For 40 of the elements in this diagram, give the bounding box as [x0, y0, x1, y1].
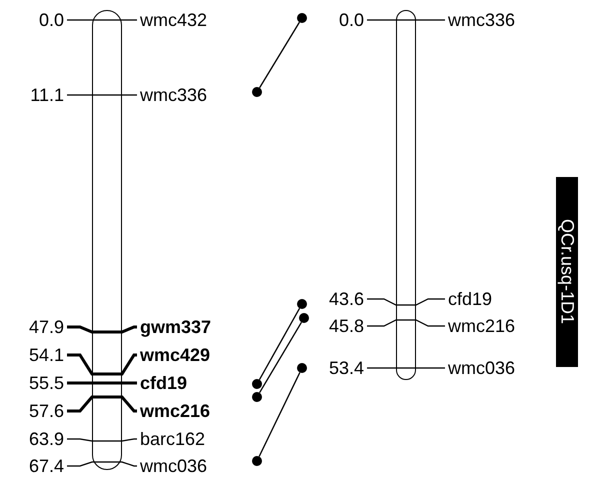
map-position: 45.8: [328, 315, 364, 337]
link-dot: [297, 299, 307, 309]
marker-name: cfd19: [140, 372, 188, 394]
qtl-bar: [556, 177, 578, 367]
map-position: 53.4: [328, 357, 364, 379]
link-dot: [252, 456, 262, 466]
link-dot: [252, 392, 262, 402]
marker-name: wmc432: [140, 9, 208, 31]
marker-name: cfd19: [448, 288, 492, 310]
map-position: 63.9: [28, 428, 64, 450]
link-dot: [252, 87, 262, 97]
chromosome-bar: [396, 10, 416, 380]
marker-name: wmc429: [140, 344, 210, 366]
linkage-line: [258, 308, 300, 380]
map-position: 0.0: [38, 9, 64, 31]
marker-name: wmc216: [448, 315, 516, 337]
marker-name: wmc336: [448, 9, 516, 31]
linkage-line: [259, 22, 300, 88]
marker-name: gwm337: [140, 316, 212, 338]
marker-name: wmc336: [140, 84, 208, 106]
map-position: 0.0: [338, 9, 364, 31]
map-position: 67.4: [28, 455, 64, 477]
marker-name: wmc036: [140, 455, 208, 477]
link-dot: [297, 363, 307, 373]
qtl-label: QCr.usq-1D1: [556, 219, 578, 325]
link-dot: [252, 379, 262, 389]
marker-name: wmc216: [140, 400, 210, 422]
map-position: 55.5: [28, 372, 64, 394]
marker-name: wmc036: [448, 357, 516, 379]
chromosome-bar: [92, 10, 122, 470]
linkage-line: [258, 372, 300, 457]
map-position: 47.9: [28, 316, 64, 338]
map-position: 57.6: [28, 400, 64, 422]
map-position: 54.1: [28, 344, 64, 366]
map-position: 11.1: [30, 84, 64, 106]
linkage-line: [259, 322, 302, 394]
link-dot: [299, 313, 309, 323]
link-dot: [297, 13, 307, 23]
map-position: 43.6: [328, 288, 364, 310]
marker-name: barc162: [140, 428, 206, 450]
